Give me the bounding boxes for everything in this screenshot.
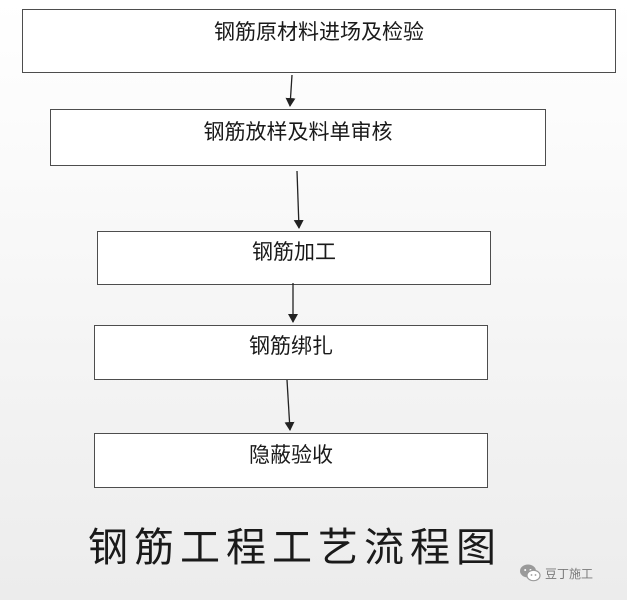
step-box-material-inspection: 钢筋原材料进场及检验 <box>22 9 616 73</box>
flow-arrow-1 <box>285 74 296 107</box>
step-label: 钢筋绑扎 <box>249 334 333 358</box>
step-label: 钢筋原材料进场及检验 <box>214 20 424 44</box>
step-label: 钢筋加工 <box>252 240 336 264</box>
watermark: 豆丁施工 <box>519 562 593 584</box>
flow-arrow-4 <box>284 379 295 431</box>
step-label: 隐蔽验收 <box>249 443 333 467</box>
step-label: 钢筋放样及料单审核 <box>203 120 393 144</box>
step-box-concealed-acceptance: 隐蔽验收 <box>94 433 488 488</box>
step-box-layout-review: 钢筋放样及料单审核 <box>50 109 546 166</box>
step-box-binding: 钢筋绑扎 <box>94 325 488 380</box>
flow-arrow-2 <box>293 170 304 229</box>
step-box-processing: 钢筋加工 <box>97 231 491 285</box>
diagram-title: 钢筋工程工艺流程图 <box>88 525 502 571</box>
wechat-icon <box>520 564 541 582</box>
watermark-label: 豆丁施工 <box>545 566 594 581</box>
